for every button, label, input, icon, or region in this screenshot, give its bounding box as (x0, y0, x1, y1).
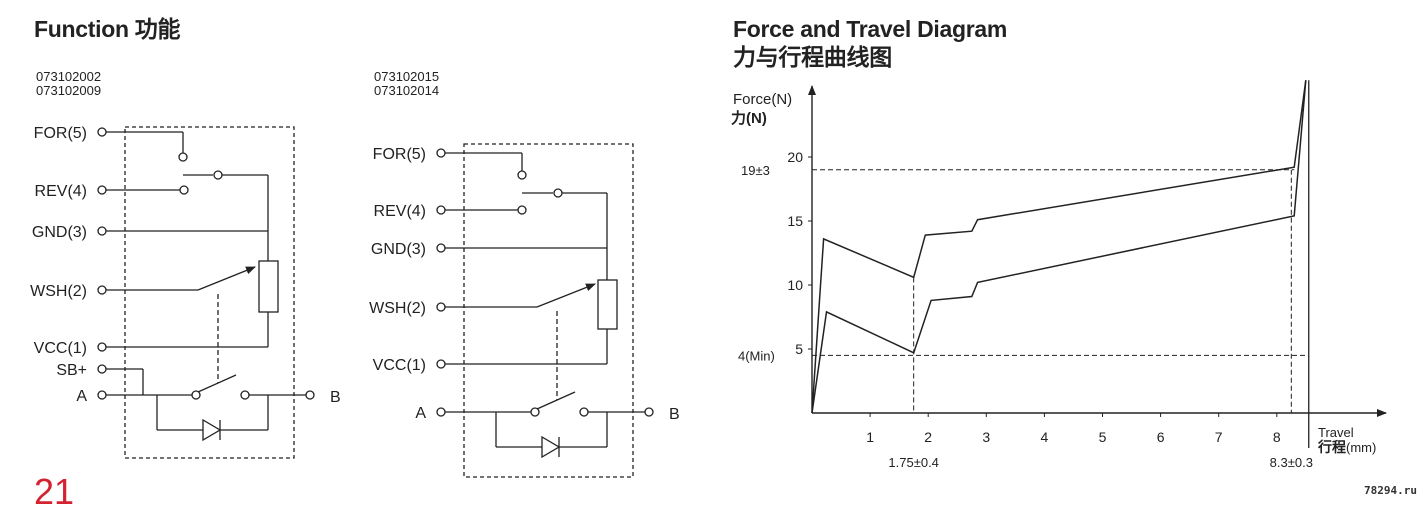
force-travel-title-cn: 力与行程曲线图 (733, 44, 892, 70)
x-tick-label: 8 (1273, 429, 1281, 445)
y-tick-label: 5 (795, 341, 803, 357)
right-circuit (445, 143, 645, 478)
left-label-for: FOR(5) (34, 125, 87, 142)
x-tick-label: 5 (1099, 429, 1107, 445)
left-label-sb: SB+ (56, 362, 87, 379)
force-travel-chart: Force(N) 力(N) Travel 行程(mm) 1 2 3 4 5 6 7 8 5 10… (731, 80, 1387, 470)
annotation-end-point: 8.3±0.3 (1270, 455, 1313, 470)
y-tick-label: 20 (787, 149, 803, 165)
left-label-vcc: VCC(1) (34, 340, 87, 357)
force-travel-title: Force and Travel Diagram (733, 16, 1008, 42)
left-switch-contact-b (240, 390, 250, 400)
series-lower-line (811, 80, 1307, 414)
x-tick-label: 3 (982, 429, 990, 445)
right-label-a: A (415, 405, 426, 422)
right-rev-contact (517, 205, 527, 215)
right-switch-contact-a (530, 407, 540, 417)
right-diode (541, 435, 561, 459)
right-pin-terminals (436, 148, 654, 417)
right-common-contact (553, 188, 563, 198)
left-label-b: B (330, 389, 341, 406)
left-label-a: A (76, 388, 87, 405)
left-rev-contact (179, 185, 189, 195)
y-tick-label: 10 (787, 277, 803, 293)
x-tick-label: 6 (1157, 429, 1165, 445)
annotation-travel-point: 1.75±0.4 (888, 455, 939, 470)
right-part-number-1: 073102015 (374, 69, 440, 84)
annotation-min-force: 4(Min) (738, 348, 775, 363)
series-upper-line (811, 80, 1307, 414)
right-for-contact (517, 170, 527, 180)
watermark: 78294.ru (1364, 484, 1417, 497)
left-label-wsh: WSH(2) (30, 283, 87, 300)
right-label-for: FOR(5) (373, 146, 426, 163)
left-label-rev: REV(4) (35, 183, 87, 200)
left-label-gnd: GND(3) (32, 224, 87, 241)
right-label-gnd: GND(3) (371, 241, 426, 258)
left-common-contact (213, 170, 223, 180)
left-potentiometer (258, 260, 279, 313)
page-number: 21 (34, 471, 75, 512)
right-label-vcc: VCC(1) (373, 357, 426, 374)
right-enclosure-dashed (463, 143, 634, 478)
x-tick-label: 1 (866, 429, 874, 445)
x-tick-label: 2 (924, 429, 932, 445)
y-tick-label: 15 (787, 213, 803, 229)
right-switch-contact-b (579, 407, 589, 417)
x-tick-label: 7 (1215, 429, 1223, 445)
y-axis-label-cn: 力(N) (731, 109, 767, 127)
right-label-wsh: WSH(2) (369, 300, 426, 317)
left-pin-terminals (97, 127, 315, 400)
right-potentiometer (597, 279, 618, 330)
right-label-rev: REV(4) (374, 203, 426, 220)
left-part-number-2: 073102009 (36, 83, 102, 98)
y-axis-label: Force(N) (733, 91, 792, 108)
left-for-contact (178, 152, 188, 162)
x-axis-label: Travel (1318, 425, 1354, 440)
left-diode (202, 418, 222, 442)
annotation-upper-force: 19±3 (741, 163, 770, 178)
left-switch-contact-a (191, 390, 201, 400)
x-tick-label: 4 (1041, 429, 1049, 445)
left-part-number-1: 073102002 (36, 69, 102, 84)
right-pin-labels: FOR(5) REV(4) GND(3) WSH(2) VCC(1) A (369, 146, 426, 422)
function-title: Function 功能 (34, 16, 181, 42)
right-label-b: B (669, 406, 680, 423)
x-axis-label-cn: 行程(mm) (1317, 439, 1376, 455)
right-part-number-2: 073102014 (374, 83, 440, 98)
left-enclosure-dashed (124, 126, 295, 459)
left-pin-labels: FOR(5) REV(4) GND(3) WSH(2) VCC(1) SB+ A (30, 125, 87, 405)
left-circuit (106, 126, 306, 459)
